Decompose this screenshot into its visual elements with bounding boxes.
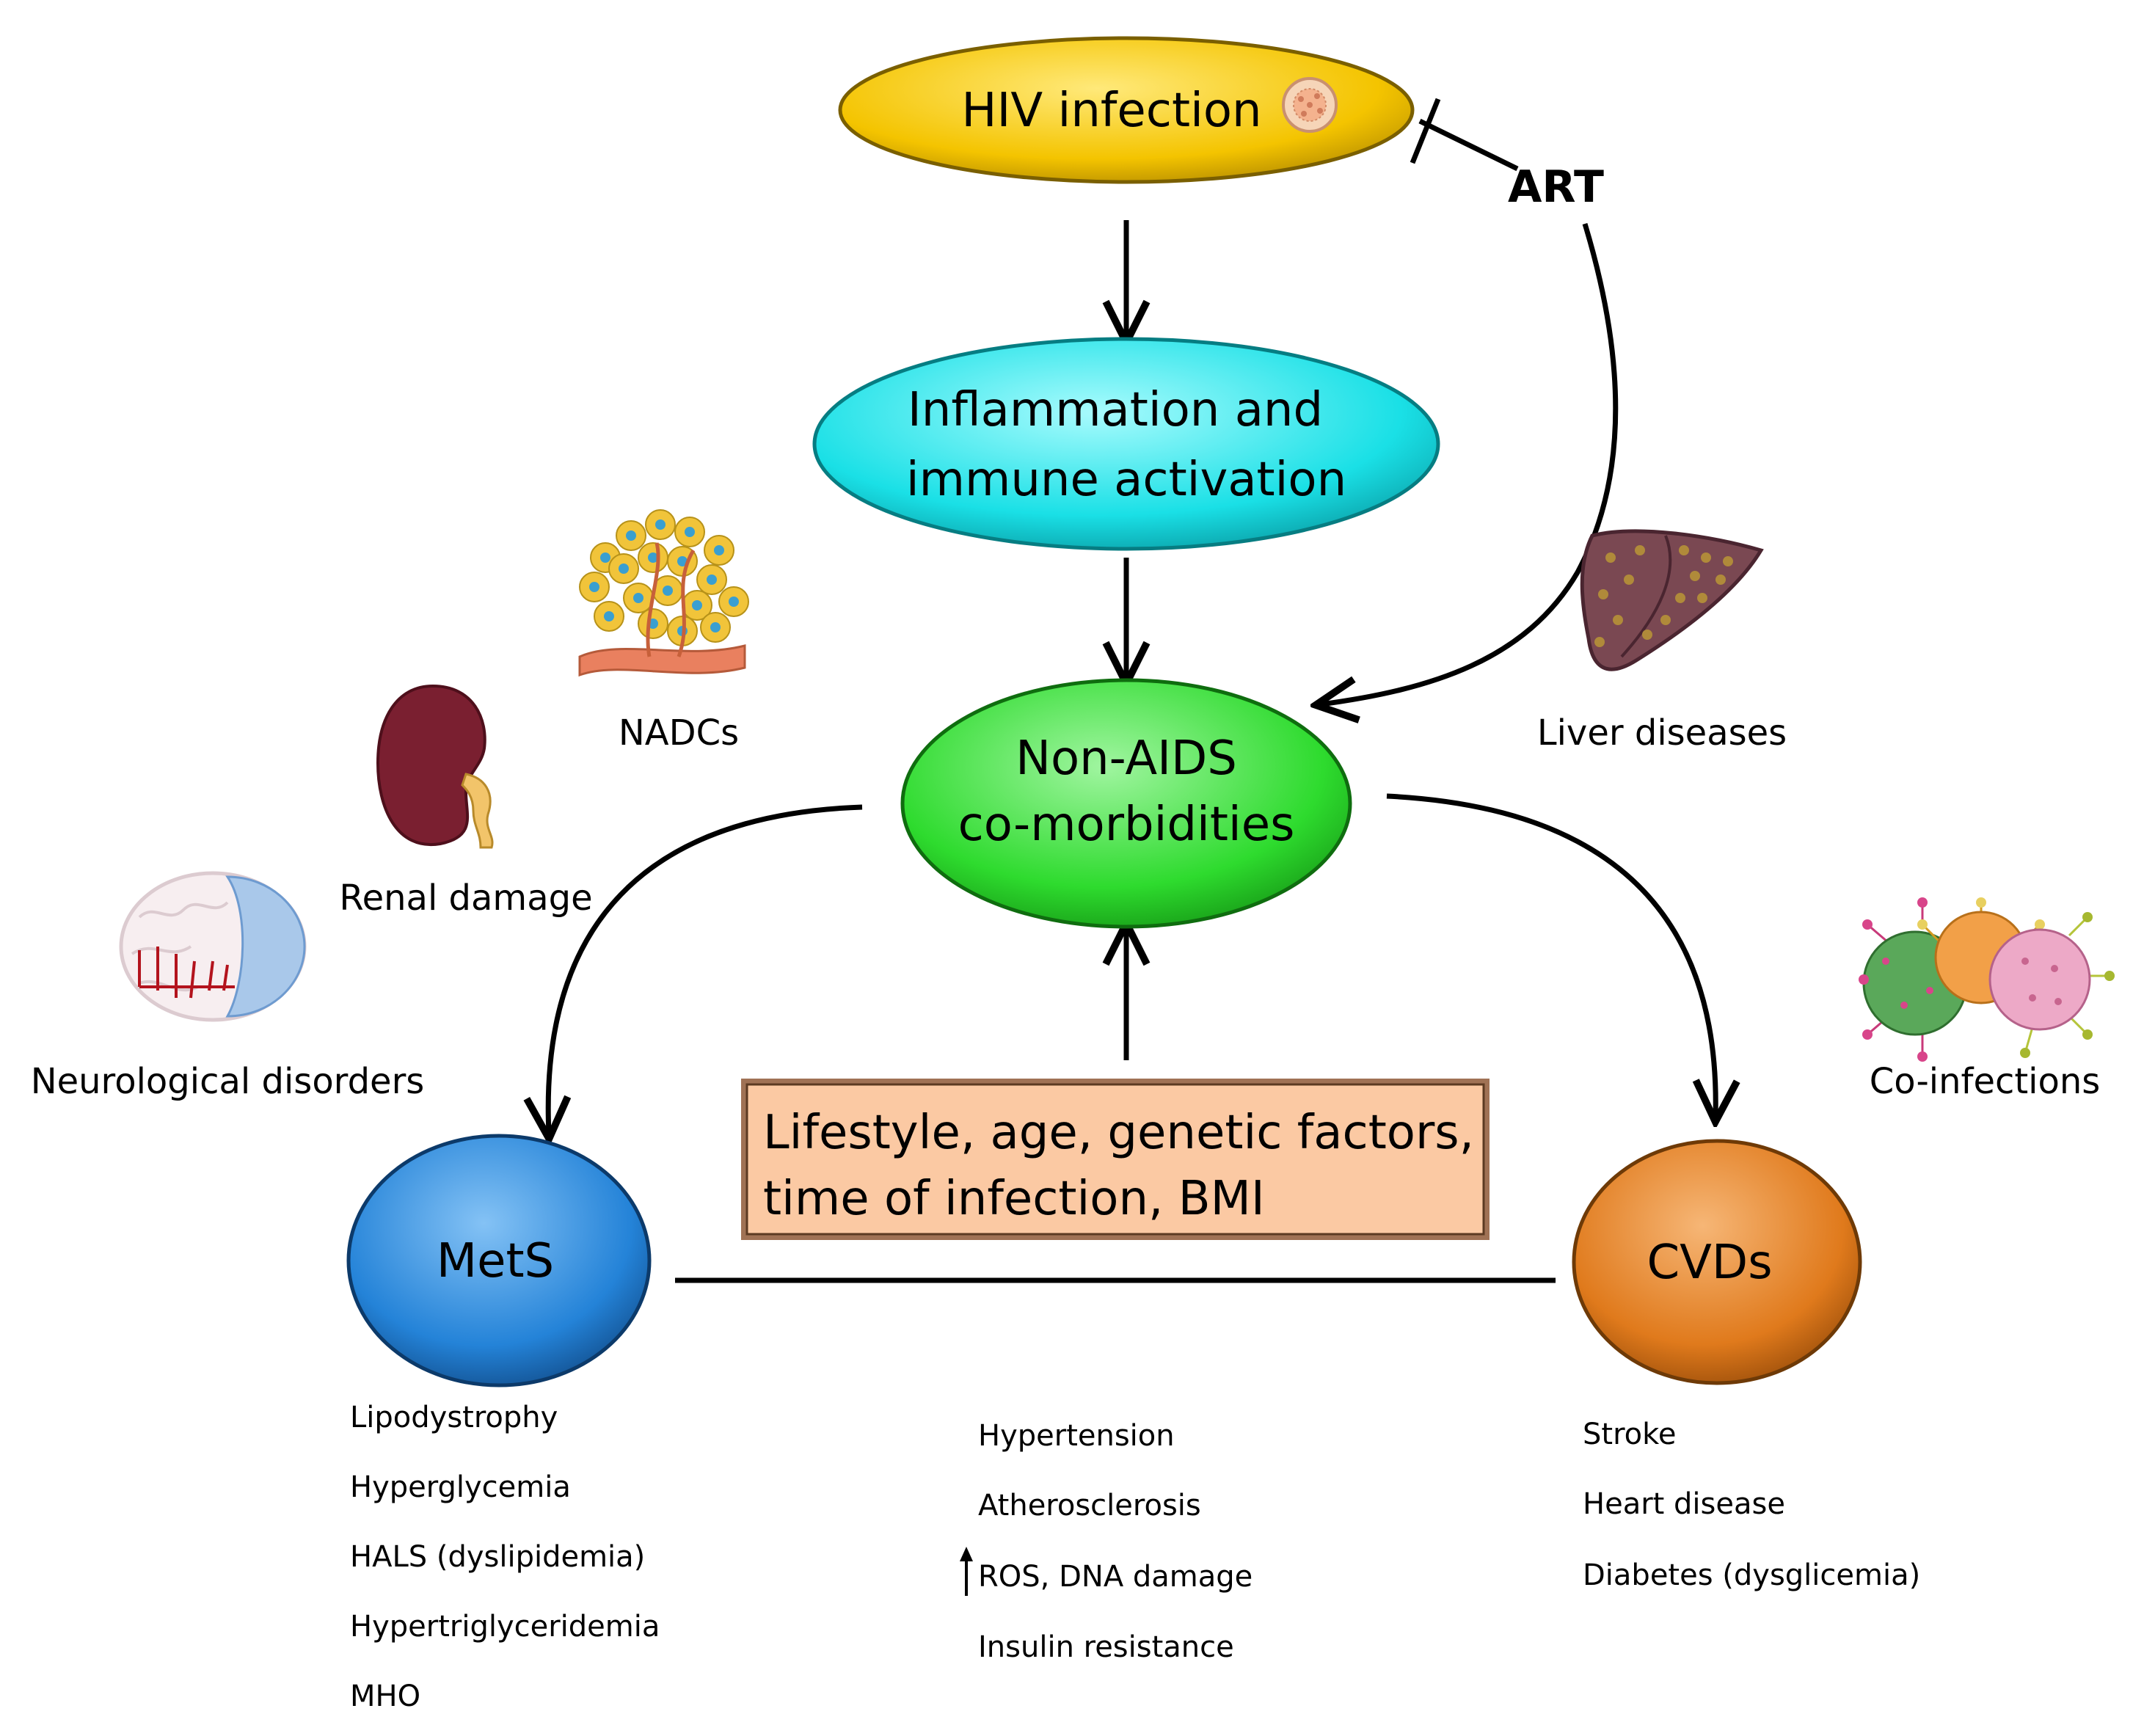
non-aids-label-line1: Non-AIDS xyxy=(1016,732,1237,786)
viruses-icon xyxy=(1859,897,2115,1062)
cvds-list: Stroke Heart disease Diabetes (dysglicem… xyxy=(1583,1418,1920,1592)
kidney-icon xyxy=(376,684,494,849)
cvds-label: CVDs xyxy=(1647,1236,1772,1290)
connectors xyxy=(548,98,1715,1283)
node-non-aids: Non-AIDS co-morbidities xyxy=(900,678,1352,929)
factors-label-line1: Lifestyle, age, genetic factors, xyxy=(763,1106,1474,1160)
node-hiv-infection: HIV infection xyxy=(838,36,1415,184)
cvds-list-item: Heart disease xyxy=(1583,1487,1785,1521)
tumor-cells-icon xyxy=(578,509,749,677)
inflammation-label-line1: Inflammation and xyxy=(908,383,1323,437)
node-inflammation: Inflammation and immune activation xyxy=(812,337,1440,551)
renal-damage-label: Renal damage xyxy=(339,878,592,919)
mets-list-item: HALS (dyslipidemia) xyxy=(350,1540,645,1574)
node-cvds: CVDs xyxy=(1572,1139,1862,1385)
nadcs-label: NADCs xyxy=(619,712,739,754)
co-infections-label: Co-infections xyxy=(1870,1061,2101,1102)
middle-list-item: Atherosclerosis xyxy=(978,1489,1201,1522)
inflammation-label-line2: immune activation xyxy=(906,453,1346,507)
cvds-list-item: Stroke xyxy=(1583,1418,1676,1451)
factors-label-line2: time of infection, BMI xyxy=(763,1172,1265,1226)
factors-box: Lifestyle, age, genetic factors, time of… xyxy=(741,1079,1490,1240)
mets-list-item: Hyperglycemia xyxy=(350,1470,571,1504)
cvds-list-item: Diabetes (dysglicemia) xyxy=(1583,1558,1920,1592)
arrow-art-to-non-aids xyxy=(1321,222,1619,704)
node-mets: MetS xyxy=(346,1134,652,1387)
virus-particle-icon xyxy=(1282,77,1338,133)
art-inhibition-line xyxy=(1418,118,1519,172)
mets-list-item: Lipodystrophy xyxy=(350,1401,558,1434)
mets-list: Lipodystrophy Hyperglycemia HALS (dyslip… xyxy=(350,1401,660,1713)
arrow-non-aids-to-cvds xyxy=(1386,793,1715,1117)
mets-label: MetS xyxy=(437,1234,554,1288)
middle-list-item: ROS, DNA damage xyxy=(978,1560,1253,1594)
middle-list-item: Hypertension xyxy=(978,1419,1175,1453)
mets-list-item: Hypertriglyceridemia xyxy=(350,1610,660,1644)
art-inhibition-bar xyxy=(1410,98,1441,164)
liver-diseases-label: Liver diseases xyxy=(1537,712,1787,754)
up-arrow-icon xyxy=(960,1547,973,1596)
art-label: ART xyxy=(1508,161,1604,213)
neurological-disorders-label: Neurological disorders xyxy=(31,1061,425,1102)
non-aids-label-line2: co-morbidities xyxy=(958,798,1295,852)
middle-list: Hypertension Atherosclerosis ROS, DNA da… xyxy=(960,1419,1253,1664)
liver-icon xyxy=(1580,529,1764,671)
mets-list-item: MHO xyxy=(350,1680,420,1713)
hiv-infection-label: HIV infection xyxy=(961,84,1261,138)
arrow-non-aids-to-mets xyxy=(548,804,863,1134)
middle-list-item: Insulin resistance xyxy=(978,1630,1234,1664)
brain-icon xyxy=(119,871,307,1022)
